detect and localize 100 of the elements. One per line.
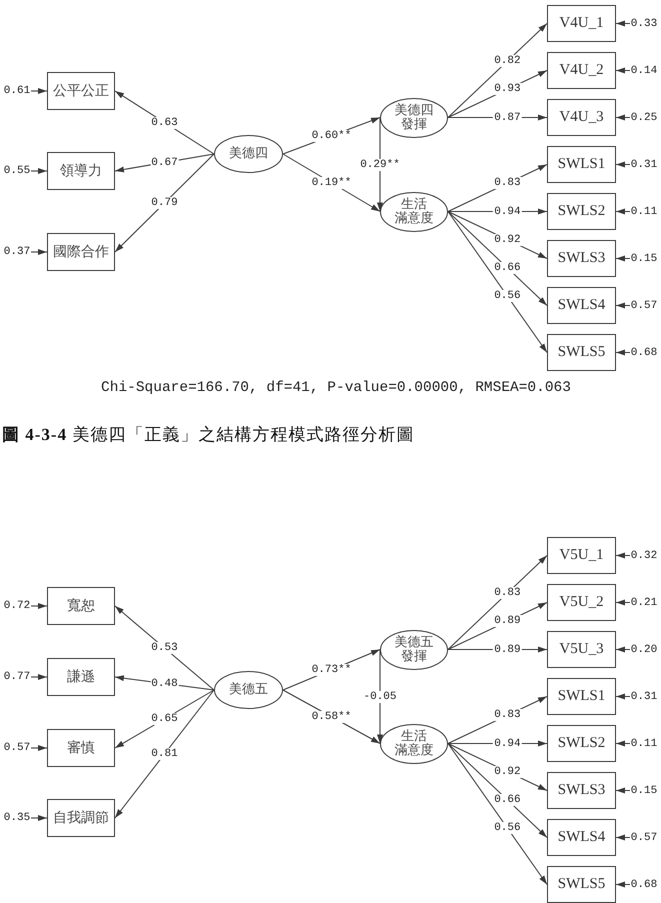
error-variance: 0.37 — [3, 245, 31, 259]
variable-box: V5U_2 — [547, 584, 616, 621]
error-variance: 0.21 — [630, 596, 658, 610]
path-arrow — [30, 674, 48, 680]
error-variance: 0.35 — [3, 811, 31, 825]
variable-box: SWLS2 — [547, 725, 616, 762]
error-variance: 0.20 — [630, 642, 658, 656]
error-variance: 0.25 — [630, 110, 658, 124]
variable-box: 寬恕 — [47, 587, 115, 625]
error-variance: 0.55 — [3, 164, 31, 178]
path-coefficient: 0.56 — [493, 822, 522, 834]
path-arrow — [448, 743, 548, 838]
path-coefficient: -0.05 — [362, 690, 398, 702]
variable-box: 審慎 — [47, 729, 115, 767]
path-coefficient: 0.89 — [493, 615, 522, 628]
error-variance: 0.14 — [630, 64, 658, 78]
error-variance: 0.11 — [630, 736, 658, 750]
path-coefficient: 0.73** — [310, 664, 352, 676]
variable-box: V4U_2 — [547, 52, 616, 89]
path-arrow — [616, 68, 630, 74]
path-arrow — [30, 815, 48, 821]
path-coefficient: 0.89 — [493, 644, 522, 656]
path-arrow — [114, 690, 214, 818]
path-coefficient: 0.87 — [493, 112, 522, 124]
error-variance: 0.32 — [630, 548, 658, 562]
path-coefficient: 0.65 — [150, 713, 179, 725]
path-arrow — [616, 208, 630, 214]
path-coefficient: 0.94 — [493, 206, 522, 218]
path-arrow — [616, 20, 630, 26]
path-coefficient: 0.79 — [150, 197, 179, 209]
error-variance: 0.72 — [3, 599, 31, 613]
variable-box: SWLS4 — [547, 819, 616, 856]
error-variance: 0.68 — [630, 878, 658, 892]
path-arrow — [30, 168, 48, 174]
error-variance: 0.11 — [630, 204, 658, 218]
path-coefficient: 0.63 — [150, 116, 179, 128]
path-arrow — [448, 211, 548, 353]
path-coefficient: 0.67 — [150, 156, 179, 168]
path-arrow — [114, 154, 214, 252]
path-coefficient: 0.82 — [493, 55, 522, 68]
error-variance: 0.31 — [630, 690, 658, 704]
path-coefficient: 0.93 — [493, 83, 522, 96]
path-coefficient: 0.19** — [310, 176, 352, 189]
latent-variable-ellipse: 美德五發揮 — [380, 630, 448, 670]
variable-box: V4U_1 — [547, 5, 616, 42]
path-arrow — [616, 600, 630, 606]
path-arrow — [30, 249, 48, 255]
latent-variable-ellipse: 美德四 — [214, 135, 283, 173]
error-variance: 0.68 — [630, 346, 658, 360]
path-coefficient: 0.94 — [493, 738, 522, 750]
path-arrow — [448, 743, 548, 885]
error-variance: 0.31 — [630, 158, 658, 172]
path-coefficient: 0.29** — [359, 158, 401, 170]
error-variance: 0.15 — [630, 252, 658, 266]
variable-box: SWLS5 — [547, 866, 616, 903]
variable-box: V5U_1 — [547, 537, 616, 574]
variable-box: 領導力 — [47, 152, 115, 190]
path-coefficient: 0.48 — [150, 678, 179, 690]
latent-variable-ellipse: 生活滿意度 — [380, 724, 448, 764]
variable-box: V5U_3 — [547, 631, 616, 668]
path-arrow — [616, 646, 630, 652]
error-variance: 0.77 — [3, 670, 31, 684]
variable-box: SWLS4 — [547, 287, 616, 324]
path-coefficient: 0.60** — [310, 130, 352, 142]
path-coefficient: 0.83 — [493, 709, 522, 722]
path-coefficient: 0.53 — [150, 642, 179, 654]
path-arrow — [616, 302, 630, 308]
path-arrow — [448, 211, 548, 306]
variable-box: 公平公正 — [47, 72, 115, 110]
variable-box: SWLS5 — [547, 334, 616, 371]
path-coefficient: 0.56 — [493, 290, 522, 302]
variable-box: SWLS3 — [547, 240, 616, 277]
variable-box: SWLS2 — [547, 193, 616, 230]
path-coefficient: 0.83 — [493, 587, 522, 600]
path-coefficient: 0.81 — [150, 748, 179, 760]
path-arrow — [616, 114, 630, 120]
path-arrow — [30, 88, 48, 94]
error-variance: 0.57 — [3, 741, 31, 755]
path-arrow — [616, 162, 630, 168]
path-arrow — [616, 788, 630, 794]
path-arrow — [30, 745, 48, 751]
path-arrow — [616, 882, 630, 888]
path-arrow — [448, 555, 548, 650]
variable-box: 自我調節 — [47, 799, 115, 837]
fit-statistics: Chi-Square=166.70, df=41, P-value=0.00000, RMSEA=0.063 — [101, 380, 571, 396]
variable-box: SWLS3 — [547, 772, 616, 809]
path-coefficient: 0.92 — [493, 766, 522, 778]
path-coefficient: 0.83 — [493, 177, 522, 190]
path-arrow — [448, 23, 548, 118]
latent-variable-ellipse: 美德五 — [214, 671, 283, 709]
error-variance: 0.15 — [630, 784, 658, 798]
path-coefficient: 0.58** — [310, 710, 352, 723]
path-arrow — [30, 603, 48, 609]
error-variance: 0.33 — [630, 16, 658, 30]
latent-variable-ellipse: 生活滿意度 — [380, 192, 448, 232]
error-variance: 0.57 — [630, 298, 658, 312]
path-coefficient: 0.66 — [493, 794, 522, 806]
path-coefficient: 0.66 — [493, 262, 522, 274]
error-variance: 0.61 — [3, 84, 31, 98]
figure-caption: 圖 4-3-4 美德四「正義」之結構方程模式路徑分析圖 — [2, 425, 414, 445]
